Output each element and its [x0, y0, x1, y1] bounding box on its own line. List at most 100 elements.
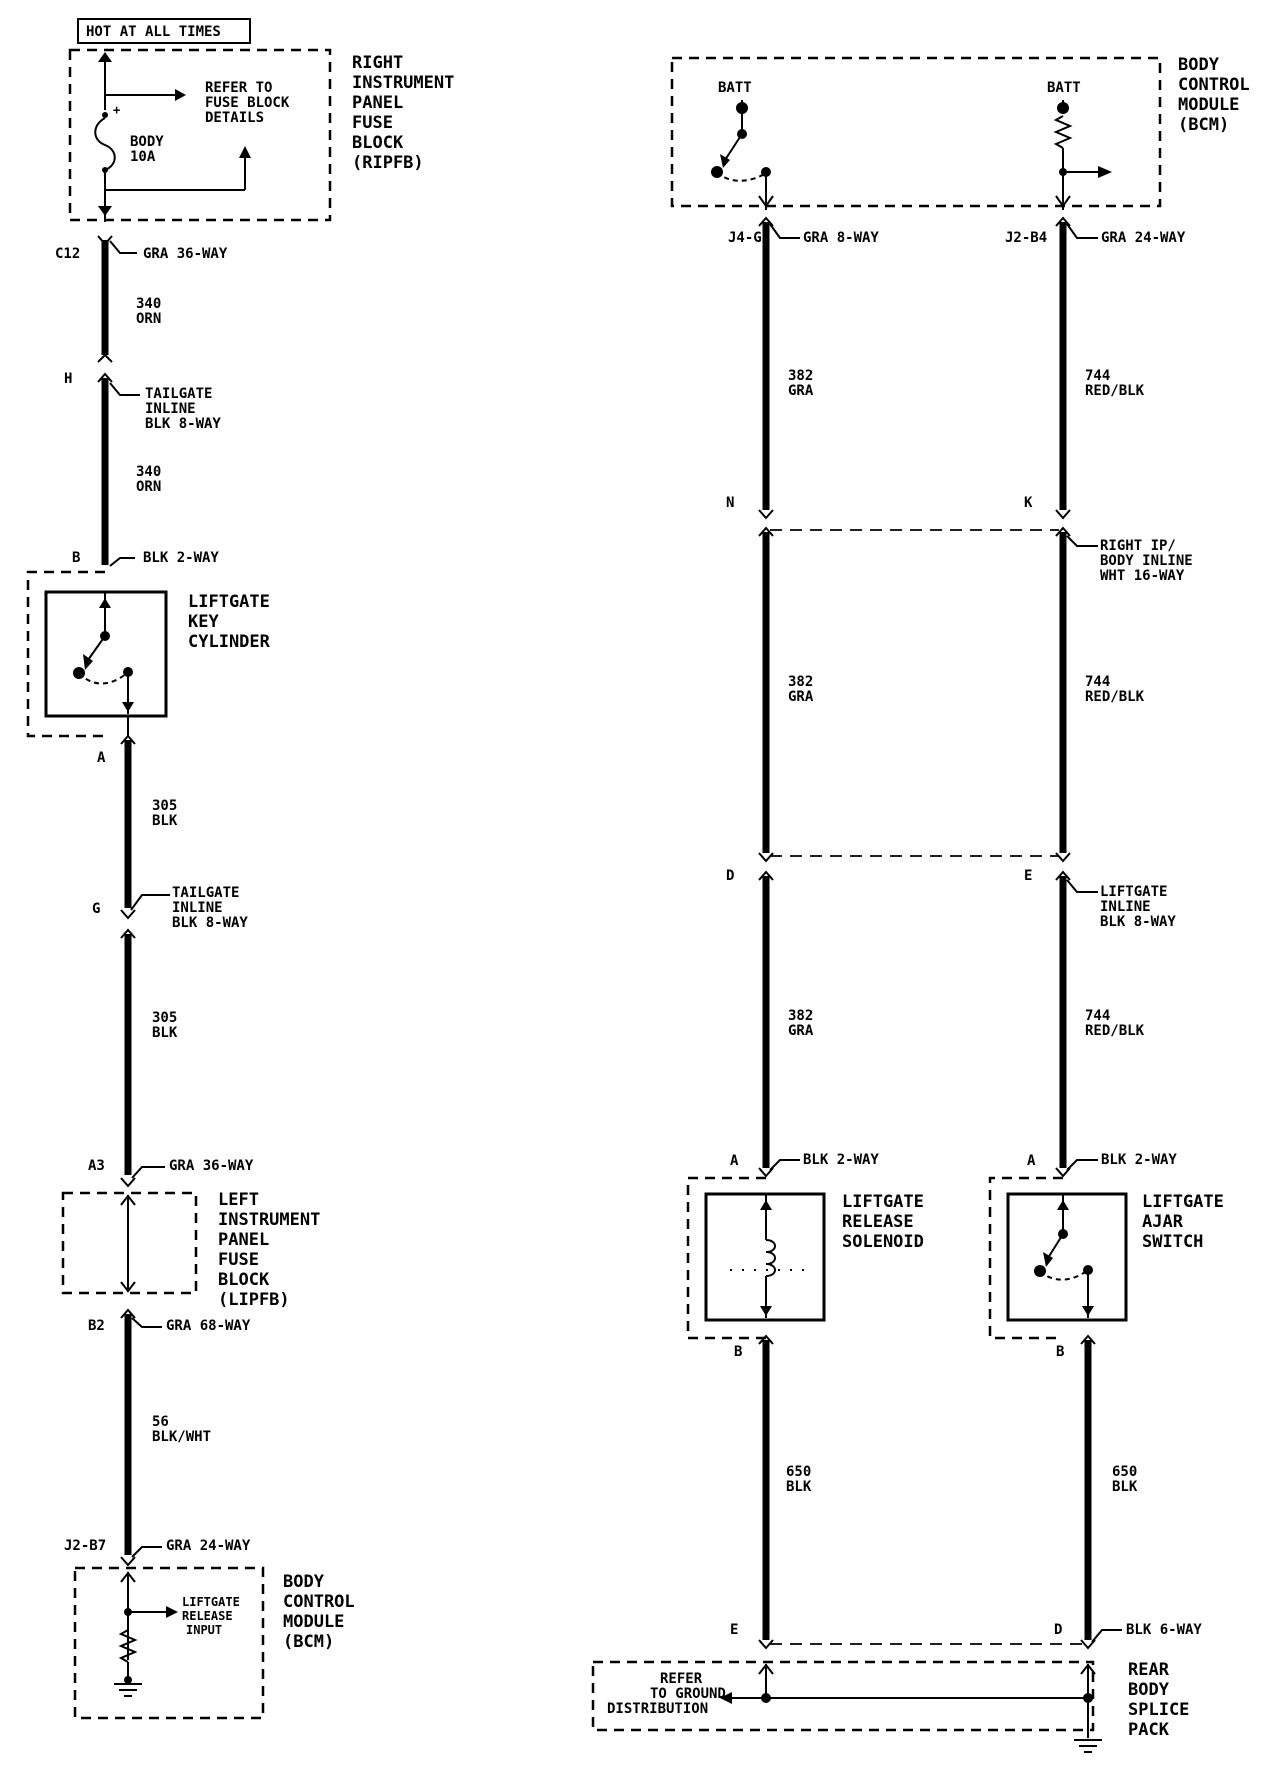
- wire-744-color-3: RED/BLK: [1085, 1023, 1145, 1039]
- splice-1: REAR: [1128, 1660, 1170, 1680]
- bcm-left-3: MODULE: [283, 1612, 344, 1632]
- d2-pin: D: [1054, 1622, 1062, 1638]
- liftgate-key-cylinder: [26, 570, 168, 738]
- ground-icon: [114, 1683, 142, 1697]
- key-cyl-3: CYLINDER: [188, 632, 271, 652]
- wire-340-color: ORN: [136, 311, 161, 327]
- refer-line-1: REFER TO: [205, 80, 272, 96]
- wire-744-number-2: 744: [1085, 674, 1110, 690]
- wire-650-number-2: 650: [1112, 1464, 1137, 1480]
- e-pin: E: [1024, 868, 1032, 884]
- ground-refer-2: TO GROUND: [650, 1686, 726, 1702]
- bcm-left-2: CONTROL: [283, 1592, 355, 1612]
- fuse-icon: [94, 117, 116, 171]
- refer-line-2: FUSE BLOCK: [205, 95, 290, 111]
- refer-line-3: DETAILS: [205, 110, 264, 126]
- wires-top-segment: [758, 216, 1098, 520]
- svg-text:FUSE: FUSE: [352, 113, 393, 133]
- key-cyl-2: KEY: [188, 612, 219, 632]
- solenoid-2: RELEASE: [842, 1212, 914, 1232]
- wire-382-number-3: 382: [788, 1008, 813, 1024]
- splice-4: PACK: [1128, 1720, 1170, 1740]
- lipfb-4: FUSE: [218, 1250, 259, 1270]
- ripfb-name: RIGHT INSTRUMENT PANEL FUSE BLOCK (RIPFB…: [352, 53, 454, 173]
- wire-650-pair: [758, 1334, 1122, 1650]
- j4g-connector: GRA 8-WAY: [803, 230, 879, 246]
- sol-a-pin: A: [730, 1153, 739, 1169]
- j2b4-connector: GRA 24-WAY: [1101, 230, 1186, 246]
- ground-refer-1: REFER: [660, 1671, 703, 1687]
- wire-305-color: BLK: [152, 813, 178, 829]
- batt-1: BATT: [718, 80, 752, 96]
- splice-3: SPLICE: [1128, 1700, 1189, 1720]
- batt-2: BATT: [1047, 80, 1081, 96]
- wire-56: [120, 1308, 162, 1567]
- lipfb-fuse-block: [61, 1191, 198, 1295]
- fuse-label-1: BODY: [130, 134, 164, 150]
- lipfb-5: BLOCK: [218, 1270, 270, 1290]
- sw-a-connector: BLK 2-WAY: [1101, 1152, 1177, 1168]
- wire-650-color-2: BLK: [1112, 1479, 1138, 1495]
- svg-text:INSTRUMENT: INSTRUMENT: [352, 73, 454, 93]
- sol-a-connector: BLK 2-WAY: [803, 1152, 879, 1168]
- ajar-2: AJAR: [1142, 1212, 1184, 1232]
- key-cyl-1: LIFTGATE: [188, 592, 270, 612]
- wire-56-number: 56: [152, 1414, 169, 1430]
- lipfb-6: (LIPFB): [218, 1290, 290, 1310]
- wire-305-color-2: BLK: [152, 1025, 178, 1041]
- k-pin: K: [1024, 495, 1033, 511]
- solenoid-1: LIFTGATE: [842, 1192, 924, 1212]
- d2-connector: BLK 6-WAY: [1126, 1622, 1202, 1638]
- wire-650-color-1: BLK: [786, 1479, 812, 1495]
- c12-connector: GRA 36-WAY: [143, 246, 228, 262]
- wire-56-color: BLK/WHT: [152, 1429, 211, 1445]
- e2-pin: E: [730, 1622, 738, 1638]
- d-pin: D: [726, 868, 734, 884]
- svg-text:PANEL: PANEL: [352, 93, 403, 113]
- lipfb-3: PANEL: [218, 1230, 269, 1250]
- bcm-right-4: (BCM): [1178, 115, 1229, 135]
- wire-382-color-1: GRA: [788, 383, 814, 399]
- sw-a-pin: A: [1027, 1153, 1036, 1169]
- lipfb-2: INSTRUMENT: [218, 1210, 320, 1230]
- wire-382-number-2: 382: [788, 674, 813, 690]
- n-pin: N: [726, 495, 734, 511]
- hot-label: HOT AT ALL TIMES: [86, 24, 221, 40]
- bcm-right-1: BODY: [1178, 55, 1220, 75]
- wire-305-segment-1: [120, 734, 170, 920]
- j2b7-pin: J2-B7: [64, 1538, 106, 1554]
- bcm-right-3: MODULE: [1178, 95, 1239, 115]
- wires-lower-segment: [758, 870, 1098, 1178]
- c12-pin: C12: [55, 246, 80, 262]
- solenoid-3: SOLENOID: [842, 1232, 924, 1252]
- liftgate-inline-2: INLINE: [1100, 899, 1151, 915]
- svg-text:RIGHT: RIGHT: [352, 53, 403, 73]
- sol-b-pin: B: [734, 1344, 742, 1360]
- wire-744-color-2: RED/BLK: [1085, 689, 1145, 705]
- wire-305-number-2: 305: [152, 1010, 177, 1026]
- ripfb-fuse-block: + BODY 10A REFER TO FUSE BLOCK DETAILS: [68, 48, 332, 222]
- a3-connector: GRA 36-WAY: [169, 1158, 254, 1174]
- tailgate-inline-h-3: BLK 8-WAY: [145, 416, 221, 432]
- a-pin: A: [97, 750, 106, 766]
- tailgate-inline-g-1: TAILGATE: [172, 885, 239, 901]
- ajar-3: SWITCH: [1142, 1232, 1203, 1252]
- wire-340-number: 340: [136, 296, 161, 312]
- j2b4-pin: J2-B4: [1005, 230, 1047, 246]
- splice-2: BODY: [1128, 1680, 1170, 1700]
- lipfb-1: LEFT: [218, 1190, 259, 1210]
- tailgate-inline-h-1: TAILGATE: [145, 386, 212, 402]
- ip-inline-3: WHT 16-WAY: [1100, 568, 1185, 584]
- wire-340-number-2: 340: [136, 464, 161, 480]
- b-connector: BLK 2-WAY: [143, 550, 219, 566]
- sw-b-pin: B: [1056, 1344, 1064, 1360]
- wire-382-number-1: 382: [788, 368, 813, 384]
- wire-650-number-1: 650: [786, 1464, 811, 1480]
- svg-text:BLOCK: BLOCK: [352, 133, 404, 153]
- h-pin: H: [64, 371, 72, 387]
- liftgate-ajar-switch: [988, 1176, 1128, 1340]
- b-pin: B: [72, 550, 80, 566]
- g-pin: G: [92, 901, 100, 917]
- bcm-input-3: INPUT: [186, 1623, 222, 1637]
